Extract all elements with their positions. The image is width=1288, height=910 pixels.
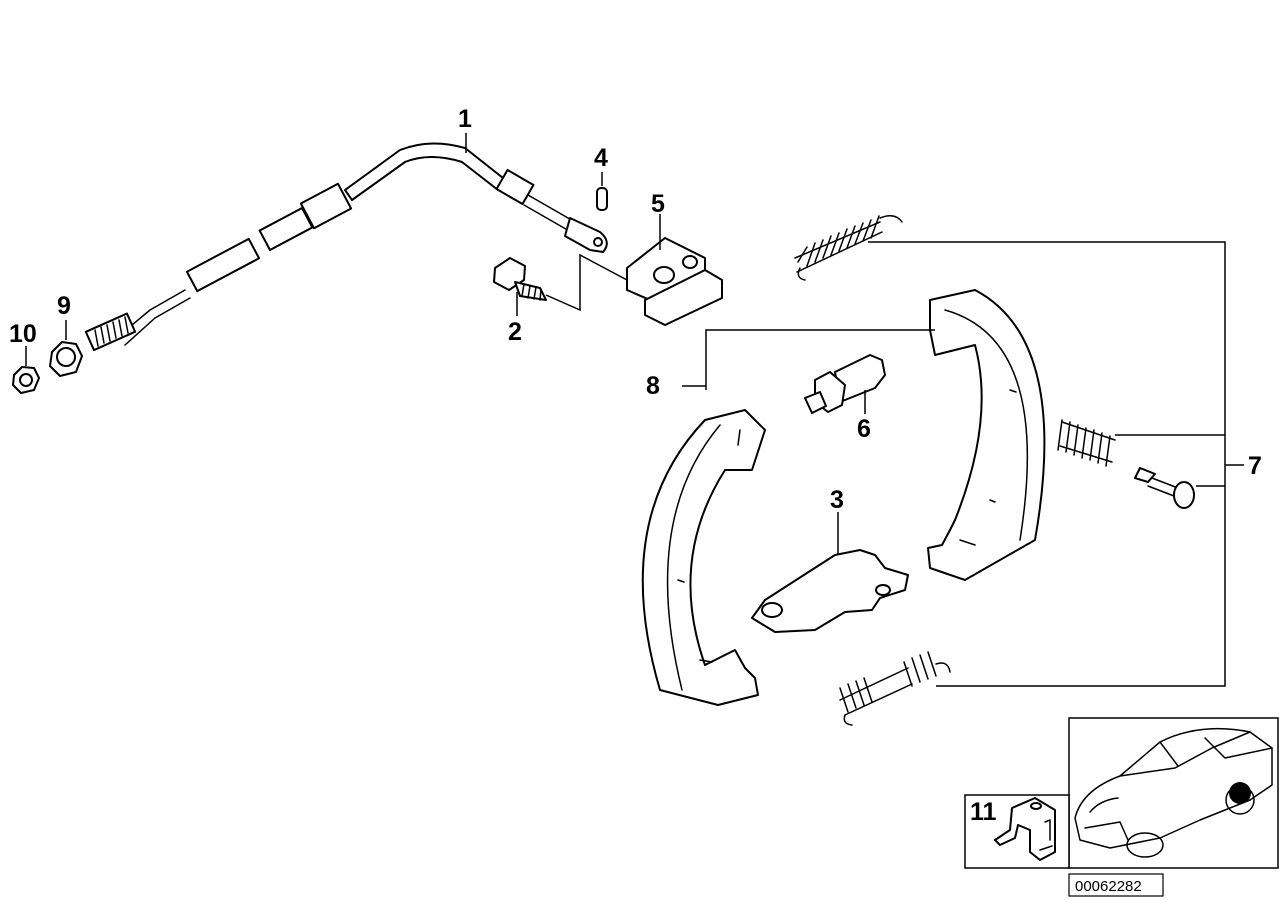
repair-kit-springs[interactable] — [794, 215, 1226, 726]
clip-icon[interactable] — [994, 797, 1056, 861]
diagram-code: 00062282 — [1075, 878, 1142, 895]
callout-10[interactable]: 10 — [9, 320, 37, 348]
callout-9[interactable]: 9 — [57, 292, 71, 320]
diagram-code-frame — [1068, 873, 1164, 897]
parking-brake-cable[interactable] — [84, 142, 608, 352]
callout-2[interactable]: 2 — [508, 318, 522, 346]
vehicle-locator-inset: 11 — [964, 717, 1279, 869]
callout-7[interactable]: 7 — [1248, 452, 1262, 480]
callout-4[interactable]: 4 — [594, 144, 608, 172]
brake-shoe-set[interactable] — [641, 289, 1046, 706]
callout-5[interactable]: 5 — [651, 190, 665, 218]
callout-1[interactable]: 1 — [458, 105, 472, 133]
expanding-lock-lever[interactable] — [751, 549, 909, 633]
collar-nut[interactable] — [49, 341, 83, 377]
callout-3[interactable]: 3 — [830, 486, 844, 514]
pin[interactable] — [596, 187, 608, 211]
diagram-code-box: 00062282 — [1068, 873, 1164, 897]
callout-8[interactable]: 8 — [646, 372, 660, 400]
adjuster[interactable] — [804, 354, 886, 414]
callout-11[interactable]: 11 — [970, 798, 997, 826]
location-marker-icon — [1229, 782, 1251, 804]
expanding-lock[interactable] — [626, 237, 723, 326]
callout-6[interactable]: 6 — [857, 415, 871, 443]
bolt[interactable] — [493, 253, 628, 312]
hex-nut[interactable] — [12, 366, 40, 394]
